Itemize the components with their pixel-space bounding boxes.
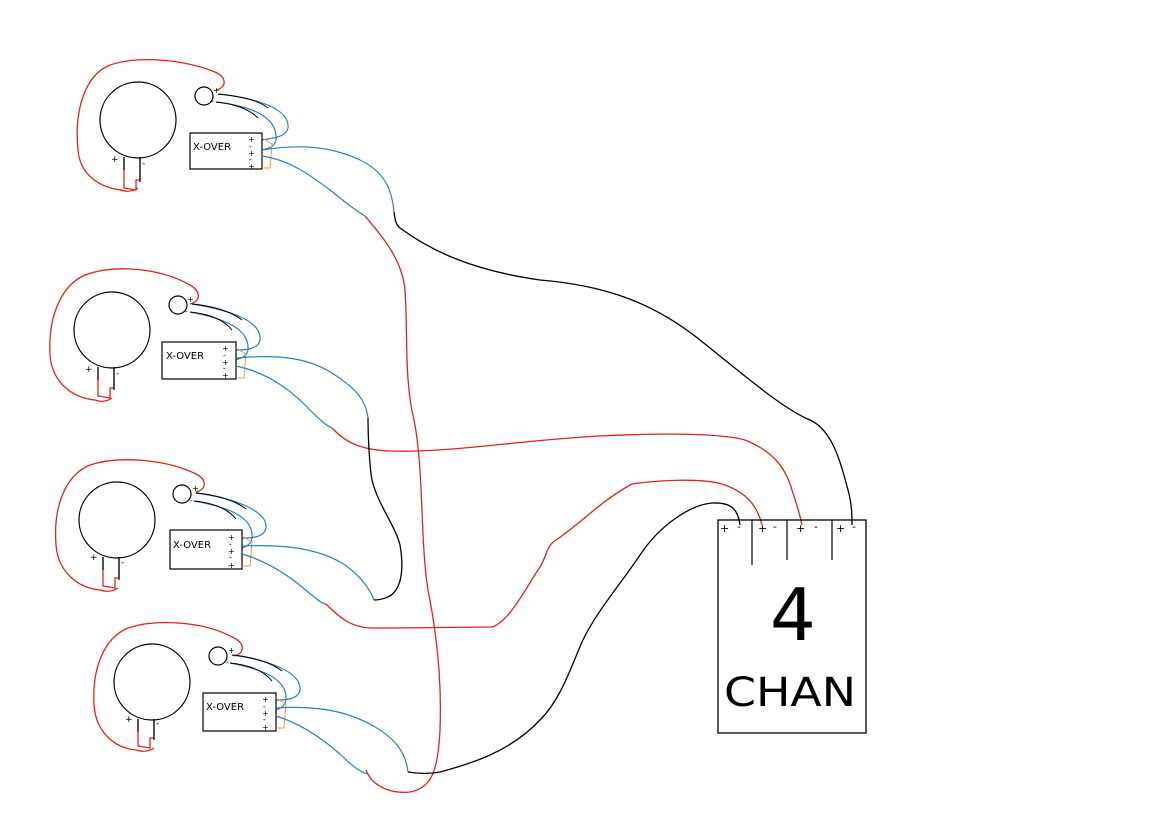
speaker-1-woofer (99, 81, 177, 159)
speaker-1-tweeter (194, 86, 214, 106)
speaker-1-term-2: - (249, 142, 252, 151)
speaker-3-crossover (169, 529, 243, 570)
speaker-3-output-wires (241, 545, 375, 605)
speaker-1: + - + - X-OVER + - + - + (76, 59, 395, 217)
wire-black-speaker2-to-speaker3 (367, 417, 403, 601)
wire-black-speaker4-to-amp-ch1 (407, 502, 741, 775)
speaker-1-red-outline (76, 59, 225, 192)
amp-term-8: - (852, 520, 856, 533)
speaker-4-woofer (113, 643, 191, 721)
speaker-3: + - + - X-OVER + - + - + (54, 459, 375, 605)
speaker-2-crossover (161, 341, 237, 380)
speaker-2-woofer-minus: - (116, 369, 119, 379)
speaker-3-term-3: + (228, 547, 235, 556)
speaker-2-woofer (73, 291, 151, 369)
amp-term-5: + (796, 522, 805, 535)
speaker-4: + - + - X-OVER + - + - + (93, 621, 409, 775)
amp-term-1: + (720, 522, 729, 535)
speaker-2-tweeter-plus: + (187, 295, 194, 304)
speaker-2-tweeter (168, 295, 188, 315)
speaker-4-woofer-minus: - (156, 719, 159, 729)
speaker-1-crossover-label: X-OVER (193, 142, 231, 153)
speaker-3-term-5: + (228, 561, 235, 570)
amp-channel-count: 4 (770, 573, 816, 657)
amp-term-7: + (836, 522, 845, 535)
speaker-3-woofer-minus: - (121, 558, 124, 568)
speaker-2-red-outline (49, 268, 199, 402)
speaker-4-crossover (202, 692, 277, 732)
speaker-1-term-5: + (248, 162, 255, 171)
speaker-1-term-3: + (248, 149, 255, 158)
speaker-4-term-2: - (263, 702, 266, 711)
speaker-1-output-wires (261, 146, 395, 217)
speaker-4-woofer-plus: + (125, 715, 133, 725)
wire-red-speaker2-to-amp-ch3 (331, 427, 803, 526)
speaker-2-term-2: - (223, 351, 226, 360)
speaker-4-term-1: + (262, 695, 269, 704)
amp-term-4: - (773, 520, 777, 533)
speaker-1-term-1: + (248, 135, 255, 144)
amp-label: CHAN (724, 670, 856, 716)
amplifier: + - + - + - + - 4 CHAN (717, 519, 867, 734)
speaker-3-crossover-label: X-OVER (173, 540, 211, 551)
wire-red-speaker3-to-amp-ch2 (325, 479, 763, 629)
speaker-1-woofer-plus: + (111, 155, 119, 165)
speaker-1-tweeter-minus: - (211, 97, 214, 106)
speaker-3-tweeter-plus: + (192, 484, 199, 493)
speaker-2-term-5: + (222, 371, 229, 380)
speaker-3-term-4: - (229, 553, 232, 562)
speaker-3-woofer (78, 481, 156, 559)
speaker-4-tweeter-plus: + (228, 646, 235, 655)
speaker-1-crossover (189, 132, 263, 170)
speaker-3-term-2: - (229, 540, 232, 549)
speaker-2-term-3: + (222, 358, 229, 367)
amp-term-3: + (758, 522, 767, 535)
speaker-2-tweeter-minus: - (185, 307, 188, 316)
speaker-4-term-5: + (262, 723, 269, 732)
speaker-3-tweeter-minus: - (190, 496, 193, 505)
speaker-1-term-4: - (249, 155, 252, 164)
amp-term-6: - (814, 520, 818, 533)
speaker-2-term-1: + (222, 344, 229, 353)
speaker-3-red-outline (54, 459, 205, 592)
speaker-3-woofer-plus: + (90, 553, 98, 563)
speaker-2-crossover-label: X-OVER (166, 351, 204, 362)
speaker-3-term-1: + (228, 533, 235, 542)
wire-red-speaker1-to-speaker4 (364, 215, 442, 793)
speaker-4-output-wires (275, 706, 409, 775)
speaker-1-woofer-minus: - (142, 159, 145, 169)
speaker-2-woofer-plus: + (85, 365, 93, 375)
speaker-2-term-4: - (223, 364, 226, 373)
speaker-4-term-3: + (262, 709, 269, 718)
speaker-1-woofer-leads (123, 157, 141, 191)
speaker-2: + - + - X-OVER + - + - + (49, 268, 369, 429)
speaker-2-output-wires (235, 356, 369, 429)
speaker-4-term-4: - (263, 715, 266, 724)
speaker-4-tweeter-minus: - (226, 658, 229, 667)
wire-black-speaker1-to-amp-ch4 (393, 211, 853, 526)
amplifier-box (717, 519, 867, 734)
amp-term-2: - (737, 520, 741, 533)
speaker-3-tweeter (172, 484, 192, 504)
speaker-1-tweeter-plus: + (213, 86, 220, 95)
speaker-4-red-outline (93, 621, 243, 752)
speaker-4-tweeter (208, 646, 228, 666)
speaker-4-crossover-label: X-OVER (206, 702, 244, 713)
